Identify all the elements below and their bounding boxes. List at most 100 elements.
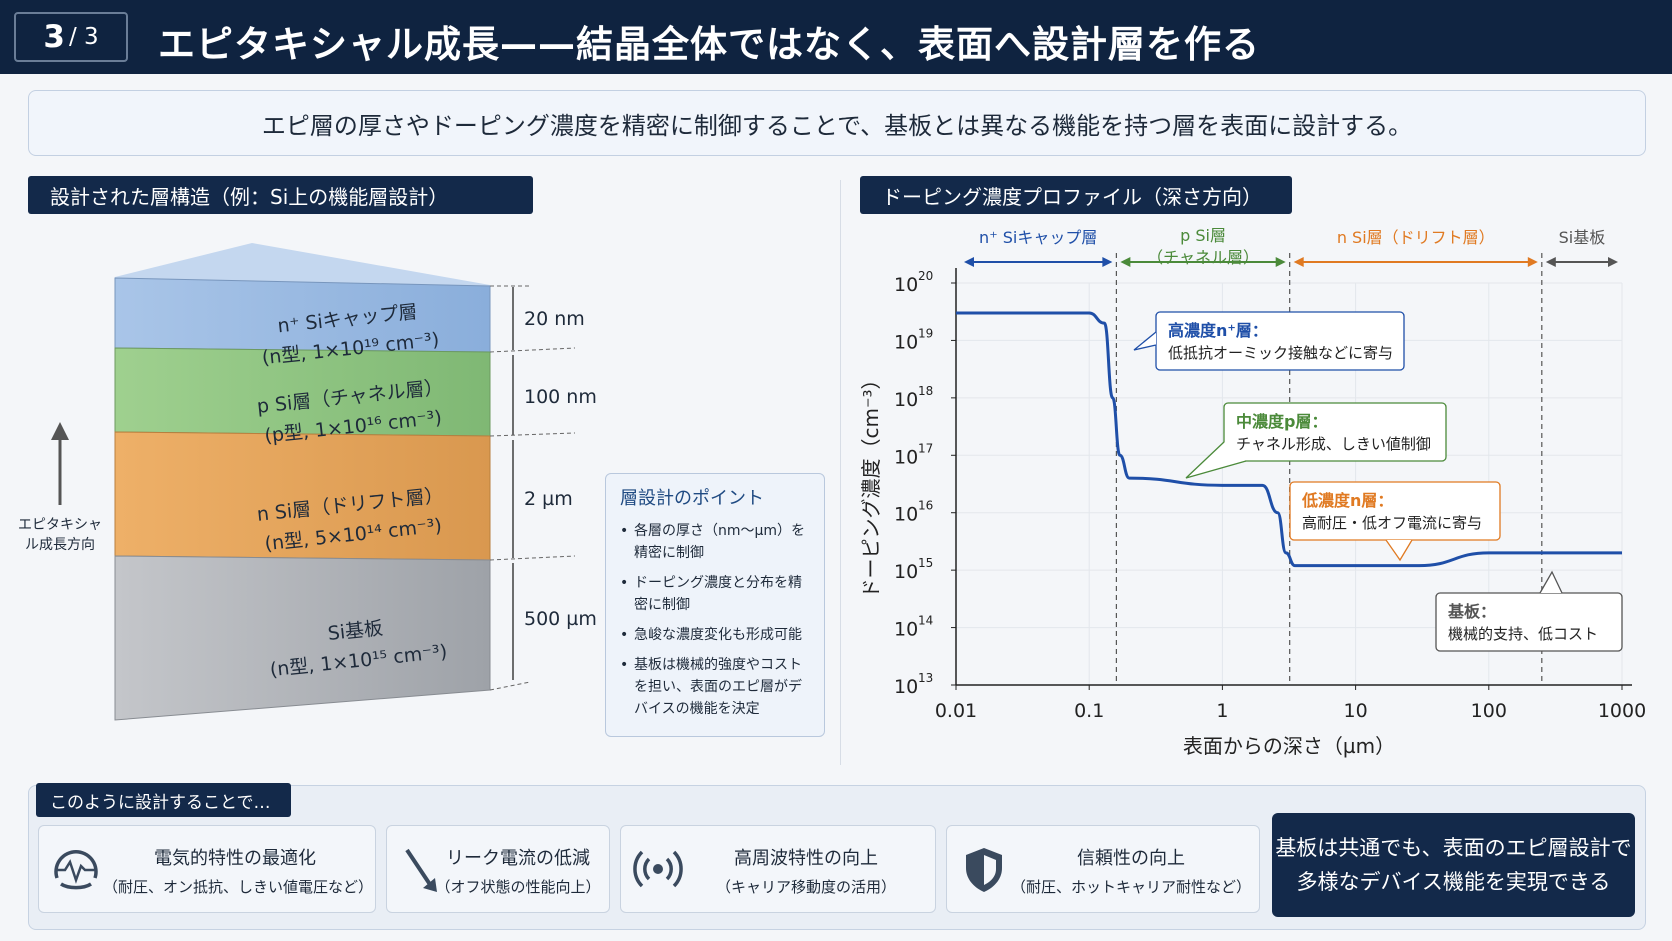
y-tick-label: 10	[894, 389, 918, 411]
region-arrow-head	[964, 257, 974, 267]
leakage-arrow-icon	[405, 848, 437, 892]
doping-profile-title: ドーピング濃度プロファイル（深さ方向）	[860, 176, 1292, 214]
annotation-text: 低抵抗オーミック接触などに寄与	[1168, 344, 1393, 362]
benefit-title: リーク電流の低減	[446, 848, 590, 869]
benefit-title: 電気的特性の最適化	[154, 848, 316, 869]
benefit-subtitle: （キャリア移動度の活用）	[715, 878, 896, 896]
benefit-title: 高周波特性の向上	[734, 848, 878, 869]
region-label: （チャネル層）	[1147, 248, 1259, 267]
x-tick-label: 0.1	[1074, 700, 1104, 722]
y-tick-exponent: 15	[918, 556, 933, 570]
growth-direction-arrow	[51, 422, 69, 505]
annotation-box	[1435, 592, 1623, 652]
design-point: 基板は機械的強度やコストを担い、表面のエピ層がデバイスの機能を決定	[620, 654, 810, 720]
x-tick-label: 0.01	[935, 700, 977, 722]
layer-stack-diagram	[51, 243, 576, 721]
substrate-thickness: 500 µm	[524, 608, 597, 630]
annotation-pointer	[1539, 570, 1563, 594]
n-drift-thickness: 2 µm	[524, 488, 573, 510]
annotation-title: 高濃度n⁺層：	[1168, 321, 1268, 340]
design-points-box: 層設計のポイント 各層の厚さ（nm〜µm）を精密に制御 ドーピング濃度と分布を精…	[605, 473, 825, 737]
design-point: ドーピング濃度と分布を精密に制御	[620, 572, 810, 616]
benefit-card-electrical: 電気的特性の最適化 （耐圧、オン抵抗、しきい値電圧など）	[38, 825, 376, 913]
benefit-card-frequency: 高周波特性の向上 （キャリア移動度の活用）	[620, 825, 936, 913]
slide-current: 3	[43, 19, 65, 55]
growth-direction-label: エピタキシャル成長方向	[18, 517, 102, 553]
y-tick-label: 10	[894, 331, 918, 353]
design-point: 各層の厚さ（nm〜µm）を精密に制御	[620, 520, 810, 564]
y-axis-label: ドーピング濃度（cm⁻³）	[860, 369, 883, 598]
benefit-subtitle: （耐圧、ホットキャリア耐性など）	[1011, 878, 1252, 896]
doping-profile-line	[955, 311, 1622, 568]
y-tick-label: 10	[894, 561, 918, 583]
y-tick-exponent: 14	[918, 614, 933, 628]
p-thickness: 100 nm	[524, 386, 597, 408]
annotation-text: チャネル形成、しきい値制御	[1236, 435, 1431, 453]
region-arrow-head	[1275, 257, 1286, 267]
benefits-label: このように設計することで…	[36, 783, 291, 817]
x-axis-label: 表面からの深さ（µm）	[1183, 734, 1395, 758]
benefit-subtitle: （オフ状態の性能向上）	[435, 878, 601, 896]
benefit-subtitle: （耐圧、オン抵抗、しきい値電圧など）	[103, 878, 374, 896]
annotation-title: 低濃度n層：	[1301, 491, 1393, 510]
region-bracket	[1120, 257, 1286, 267]
region-label: Si基板	[1559, 228, 1606, 247]
region-arrow-head	[1545, 257, 1556, 267]
region-label: p Si層	[1180, 226, 1226, 245]
annotation-text: 高耐圧・低オフ電流に寄与	[1302, 514, 1482, 532]
region-label: n⁺ Siキャップ層	[979, 228, 1097, 247]
y-tick-exponent: 17	[918, 441, 933, 455]
annotation-pointer	[1185, 441, 1247, 479]
y-tick-label: 10	[894, 274, 918, 296]
x-tick-label: 10	[1344, 700, 1368, 722]
x-tick-label: 100	[1471, 700, 1507, 722]
conclusion-line: 多様なデバイス機能を実現できる	[1296, 870, 1611, 894]
annotation-callout: 基板：機械的支持、低コスト	[1435, 592, 1623, 652]
region-arrow-head	[1608, 257, 1618, 267]
summary-banner: エピ層の厚さやドーピング濃度を精密に制御することで、基板とは異なる機能を持つ層を…	[28, 90, 1646, 156]
y-tick-exponent: 19	[918, 326, 933, 340]
region-bracket	[964, 257, 1113, 267]
y-tick-label: 10	[894, 619, 918, 641]
y-tick-exponent: 16	[918, 499, 933, 513]
y-tick-exponent: 18	[918, 384, 933, 398]
slide-number: 3 / 3	[14, 12, 128, 62]
benefit-card-leakage: リーク電流の低減 （オフ状態の性能向上）	[386, 825, 610, 913]
y-tick-label: 10	[894, 676, 918, 698]
region-bracket	[1545, 257, 1618, 267]
region-arrow-head	[1527, 257, 1538, 267]
annotation-callout: 低濃度n層： 高耐圧・低オフ電流に寄与	[1289, 481, 1501, 541]
region-label: n Si層（ドリフト層）	[1337, 228, 1495, 247]
annotation-text: 機械的支持、低コスト	[1448, 625, 1598, 643]
header-bar: 3 / 3 エピタキシャル成長——結晶全体ではなく、表面へ設計層を作る	[0, 0, 1672, 74]
region-bracket	[1293, 257, 1538, 267]
annotation-box	[1223, 402, 1447, 462]
annotation-callout: 中濃度p層：チャネル形成、しきい値制御	[1223, 402, 1447, 462]
section-divider	[840, 180, 841, 765]
layer-structure-title: 設計された層構造（例：Si上の機能層設計）	[28, 176, 533, 214]
waveform-gauge-icon	[54, 850, 98, 890]
y-tick-label: 10	[894, 504, 918, 526]
region-arrow-head	[1293, 257, 1304, 267]
annotation-pointer	[1385, 539, 1413, 562]
shield-icon	[966, 848, 1002, 892]
conclusion-box: 基板は共通でも、表面のエピ層設計で 多様なデバイス機能を実現できる	[1272, 813, 1635, 917]
conclusion-line: 基板は共通でも、表面のエピ層設計で	[1275, 836, 1632, 860]
page-title: エピタキシャル成長——結晶全体ではなく、表面へ設計層を作る	[158, 23, 1260, 66]
benefit-card-reliability: 信頼性の向上 （耐圧、ホットキャリア耐性など）	[946, 825, 1260, 913]
y-tick-label: 10	[894, 446, 918, 468]
x-tick-label: 1000	[1598, 700, 1646, 722]
design-point: 急峻な濃度変化も形成可能	[620, 624, 810, 646]
region-arrow-head	[1102, 257, 1113, 267]
thickness-guides	[489, 285, 576, 691]
annotation-callout: 高濃度n⁺層： 低抵抗オーミック接触などに寄与	[1155, 311, 1405, 371]
annotation-pointer	[1133, 331, 1157, 351]
x-tick-label: 1	[1216, 700, 1228, 722]
y-tick-exponent: 13	[918, 671, 933, 685]
radio-wave-icon	[633, 850, 683, 888]
region-arrow-head	[1120, 257, 1131, 267]
y-tick-exponent: 20	[918, 269, 933, 283]
benefit-title: 信頼性の向上	[1077, 848, 1185, 869]
